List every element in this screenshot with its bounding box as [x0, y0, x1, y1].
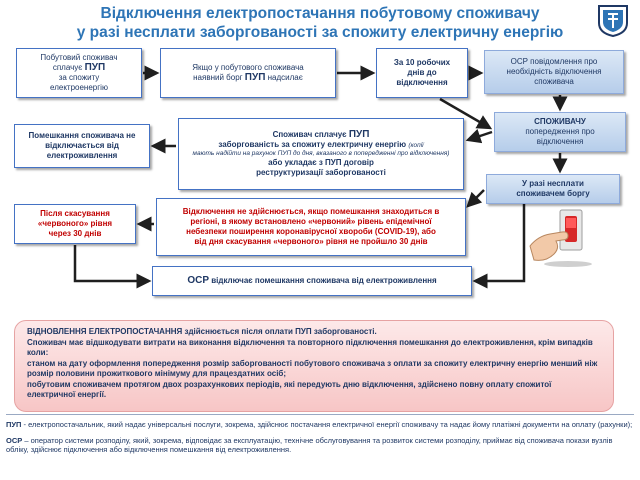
restore-paragraph-4: побутовим споживачем протягом двох розра… [27, 380, 601, 401]
pays-debt-line-3: або укладає з ПУП договір [268, 158, 374, 167]
after-red-line-1: Після скасування [40, 209, 110, 218]
consumer-notified-box: СПОЖИВАЧУ попередження про відключення [494, 112, 626, 152]
osr-notice-box: ОСР повідомлення про необхідність відклю… [484, 50, 624, 94]
definition-osr-text: – оператор системи розподілу, який, зокр… [6, 435, 613, 455]
consumer-pays-box: Побутовий споживач сплачує ПУП за спожит… [16, 48, 142, 98]
ten-days-line-1: За 10 робочих [393, 58, 451, 67]
consumer-pays-pup: ПУП [84, 62, 106, 73]
premises-line-3: електроживлення [46, 151, 118, 160]
consumer-notified-line-2: попередження про [525, 127, 595, 136]
pays-debt-note: мають надійти на рахунок ПУП до дня, вка… [192, 150, 450, 157]
restore-heading: ВІДНОВЛЕННЯ ЕЛЕКТРОПОСТАЧАННЯ [27, 327, 183, 336]
restore-electricity-panel: ВІДНОВЛЕННЯ ЕЛЕКТРОПОСТАЧАННЯ здійснюєть… [14, 320, 614, 412]
covid-box: Відключення не здійснюється, якщо помешк… [156, 198, 466, 256]
arrow-unpaid-to-disconnect [472, 204, 526, 289]
osr-notice-line-3: споживача [534, 77, 574, 86]
definition-pup: ПУП - електропостачальник, який надає ун… [6, 420, 634, 430]
osr-notice-line-2: необхідність відключення [506, 67, 602, 76]
title-line-2: у разі несплати заборгованості за спожит… [76, 24, 564, 41]
arrow-after-to-disconnect [73, 245, 152, 289]
debt-box: Якщо у побутового споживача наявний борг… [160, 48, 336, 98]
definition-pup-term: ПУП [6, 420, 22, 429]
divider [6, 414, 634, 415]
consumer-notified-line-1: СПОЖИВАЧУ [534, 117, 586, 126]
consumer-pays-line-2a: сплачує [52, 63, 85, 72]
restore-paragraph-2: Споживач має відшкодувати витрати на вик… [27, 338, 601, 359]
title-line-1: Відключення електропостачання побутовому… [100, 5, 540, 22]
restore-heading-rest: здійснюється після оплати ПУП заборгован… [182, 327, 377, 336]
consumer-pays-debt-box: Споживач сплачує ПУП заборгованість за с… [178, 118, 464, 190]
restore-p3: станом на дату оформлення попередження р… [27, 358, 598, 379]
debt-line-1: Якщо у побутового споживача [192, 63, 304, 72]
osr-disconnects-osr: ОСР [187, 275, 210, 286]
after-red-level-box: Після скасування «червоного» рівня через… [14, 204, 136, 244]
covid-line-1: Відключення не здійснюється, якщо помешк… [182, 207, 440, 216]
covid-line-4: від дня скасування «червоного» рівня не … [194, 237, 428, 246]
consumer-notified-line-3: відключення [536, 137, 584, 146]
after-red-line-2: «червоного» рівня [37, 219, 113, 228]
osr-disconnects-text: відключає помешкання споживача від елект… [209, 276, 437, 285]
debt-line-2c: надсилає [265, 73, 303, 82]
covid-line-2: регіоні, в якому встановлено «червоний» … [190, 217, 432, 226]
pays-debt-line-4: реструктуризації заборгованості [256, 168, 386, 177]
pays-debt-note-start: (копії [408, 142, 424, 149]
ten-days-box: За 10 робочих днів до відключення [376, 48, 468, 98]
if-unpaid-box: У разі несплати споживачем боргу [486, 174, 620, 204]
covid-line-3: небезпеки поширення коронавірусної хворо… [186, 227, 436, 236]
definition-osr: ОСР – оператор системи розподілу, який, … [6, 436, 634, 455]
consumer-pays-line-3: за спожиту [58, 73, 100, 82]
ten-days-line-3: відключення [396, 78, 448, 87]
consumer-pays-line-4: електроенергію [50, 83, 108, 92]
osr-notice-line-1: ОСР повідомлення про [510, 57, 598, 66]
osr-disconnects-box: ОСР відключає помешкання споживача від е… [152, 266, 472, 296]
definitions: ПУП - електропостачальник, який надає ун… [6, 420, 634, 461]
debt-line-2a: наявний борг [193, 73, 245, 82]
if-unpaid-line-2: споживачем боргу [516, 189, 590, 198]
premises-not-disconnected-box: Помешкання споживача не відключається ві… [14, 124, 150, 168]
premises-line-2: відключається від [45, 141, 119, 150]
consumer-pays-line-1: Побутовий споживач [40, 53, 118, 62]
restore-p2: Споживач має відшкодувати витрати на вик… [27, 337, 593, 358]
arrow-notify-to-pays [465, 128, 493, 144]
restore-paragraph-1: ВІДНОВЛЕННЯ ЕЛЕКТРОПОСТАЧАННЯ здійснюєть… [27, 327, 601, 338]
restore-paragraph-3: станом на дату оформлення попередження р… [27, 359, 601, 380]
definition-pup-text: - електропостачальник, який надає універ… [21, 420, 633, 429]
pays-debt-pup: ПУП [348, 129, 370, 140]
pays-debt-line-2: заборгованість за спожиту електричну ене… [218, 140, 407, 149]
arrow-unpaid-to-covid [466, 189, 485, 208]
pays-debt-line-1a: Споживач сплачує [272, 130, 349, 139]
definition-osr-term: ОСР [6, 435, 23, 445]
page-title: Відключення електропостачання побутовому… [60, 4, 580, 42]
restore-p4: побутовим споживачем протягом двох розра… [27, 379, 552, 400]
if-unpaid-line-1: У разі несплати [522, 179, 584, 188]
after-red-line-3: через 30 днів [48, 229, 102, 238]
debt-pup: ПУП [244, 72, 266, 83]
premises-line-1: Помешкання споживача не [28, 131, 136, 140]
hand-switch-off-icon [529, 209, 592, 267]
regulator-emblem-icon [598, 5, 628, 37]
ten-days-line-2: днів до [407, 68, 437, 77]
